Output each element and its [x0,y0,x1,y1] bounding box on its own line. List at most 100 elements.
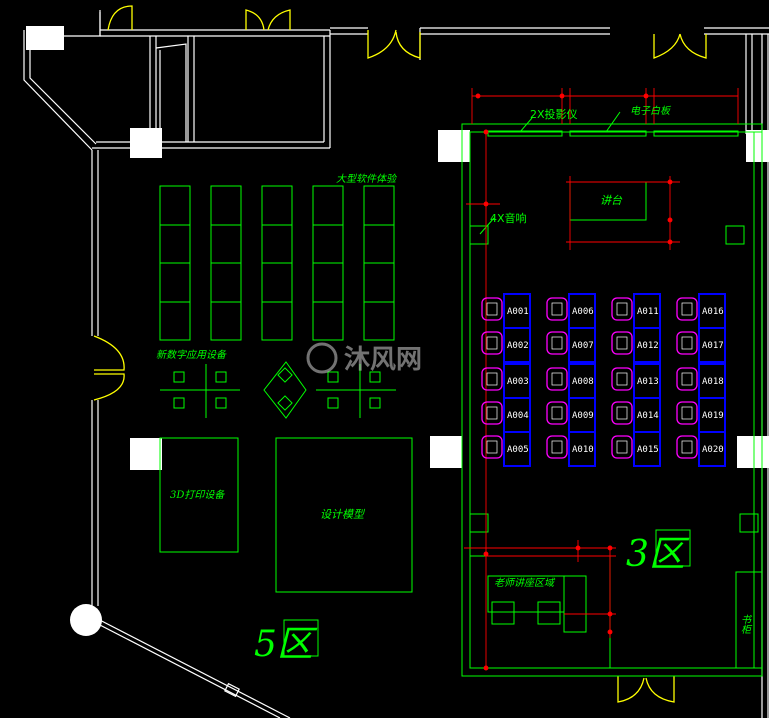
chair [676,331,698,355]
seat-id: A020 [702,445,724,455]
door [93,335,125,371]
3d-printing-area [159,437,239,553]
column [438,130,470,162]
software-label: 大型软件体验 [336,173,398,185]
chair [546,401,568,425]
desk [503,431,531,467]
chair [676,435,698,459]
chair [546,331,568,355]
desk [503,327,531,363]
chair-seat [616,440,628,454]
seat-id: A007 [572,341,594,351]
seat-id: A002 [507,341,529,351]
chair-seat [551,372,563,386]
chair-seat [486,440,498,454]
seat-id: A015 [637,445,659,455]
column [130,438,162,470]
chair-seat [616,302,628,316]
digital-app-label: 新数字应用设备 [156,349,227,361]
door [245,9,265,31]
seat-id: A009 [572,411,594,421]
seat-id: A006 [572,307,594,317]
zone-3-label: 3区 [626,529,691,575]
print3d-label: 3D打印设备 [170,489,225,501]
chair [481,367,503,391]
desk [698,431,726,467]
watermark: 沐风网 [306,342,422,375]
door [267,9,291,31]
desk [568,327,596,363]
whiteboard-label: 电子白板 [630,105,672,117]
door [617,676,645,703]
chair-seat [486,372,498,386]
chair-seat [681,406,693,420]
projector-label: 2X投影仪 [530,107,578,121]
watermark-text: 沐风网 [344,345,422,375]
desk [633,327,661,363]
seat-id: A005 [507,445,529,455]
chair [481,401,503,425]
chair [611,401,633,425]
zone-5-text: 5区 [254,624,318,665]
chair [481,297,503,321]
seat-id: A001 [507,307,529,317]
seat-id: A019 [702,411,724,421]
chair [546,367,568,391]
chair-seat [616,406,628,420]
seat-id: A010 [572,445,594,455]
chair-seat [486,406,498,420]
seat-id: A011 [637,307,659,317]
doors [93,5,707,703]
bookcase-label: 书柜 [739,614,751,634]
desk [633,431,661,467]
door [395,31,421,59]
chair-seat [681,440,693,454]
bookcase [735,571,763,669]
column [26,26,64,50]
chair-seat [486,302,498,316]
watermark-logo-icon [306,342,338,374]
chair-seat [551,302,563,316]
chair-seat [681,302,693,316]
teacher-area [469,555,611,669]
software-experience-stations [159,185,395,341]
seat-id: A017 [702,341,724,351]
seat-id: A003 [507,377,529,387]
door [645,676,675,703]
dimension-lines [464,88,739,671]
chair-seat [551,336,563,350]
chair [481,435,503,459]
chair-seat [551,406,563,420]
door [679,33,707,59]
chair-seat [486,336,498,350]
round-column [70,604,102,636]
design-model-label: 设计模型 [320,508,366,521]
teacher-area-label: 老师讲座区域 [494,577,556,589]
desk [698,327,726,363]
seat-id: A018 [702,377,724,387]
seat-id: A014 [637,411,659,421]
chair [676,367,698,391]
seat-id: A004 [507,411,529,421]
columns [26,26,769,636]
whiteboard-panel [653,130,739,137]
column [737,436,769,468]
zone-3-text: 3区 [626,534,690,575]
chair [546,435,568,459]
design-model-area [275,437,413,593]
door [367,29,397,59]
whiteboard-panel [569,130,647,137]
podium-label: 讲台 [600,194,623,207]
column [746,130,769,162]
column [430,436,462,468]
chair [611,367,633,391]
speaker-label: 4X音响 [490,211,527,225]
chair [611,331,633,355]
chair-seat [616,336,628,350]
chair-seat [681,336,693,350]
chair-seat [551,440,563,454]
column [130,128,162,158]
classroom-boundary [461,123,763,677]
seat-id: A016 [702,307,724,317]
